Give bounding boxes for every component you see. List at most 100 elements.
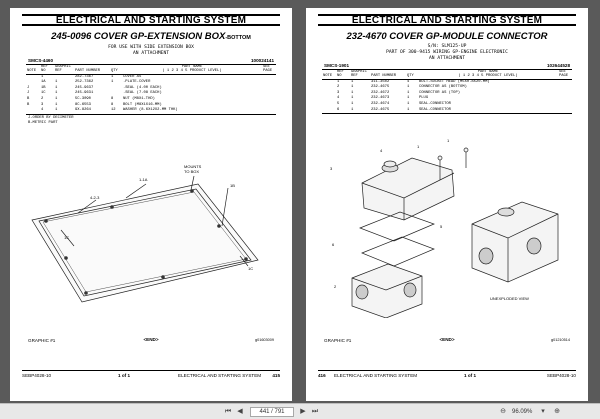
callout-1c-right: 1C [248, 266, 253, 271]
cell-graphic: 1 [350, 107, 370, 115]
cell-graphic: 1 [351, 85, 354, 90]
callout-4-2-3: 4-2-3 [90, 195, 100, 200]
cell-name: .SEAL (4.00 EACH) [123, 85, 162, 90]
zoom-in-icon[interactable]: ⊕ [554, 408, 560, 415]
cell-qty: 1 [111, 80, 114, 85]
cell-graphic: 1 [55, 96, 58, 101]
subtitle-line: AN ATTACHMENT [429, 56, 465, 61]
cell-name: BOLT-SOCKET HEAD (M5X0.8X20-MM) [419, 79, 490, 84]
callout-mounts: MOUNTS [184, 164, 202, 169]
callout-3: 3 [330, 166, 333, 171]
footer-system: ELECTRICAL AND STARTING SYSTEM [334, 373, 418, 378]
cell-note [322, 107, 336, 115]
part-title: 245-0096 COVER GP-EXTENSION BOX-BOTTOM [51, 31, 251, 42]
order-note: J-ORDER BY DECIMETER [28, 116, 74, 120]
col-part-number: PART NUMBER [370, 74, 406, 80]
zoom-out-icon[interactable]: ⊖ [500, 408, 506, 415]
cell-graphic: 1 [55, 102, 58, 107]
metric-note: B-METRIC PART [28, 120, 58, 125]
callout-6: 6 [332, 242, 335, 247]
right-page: ELECTRICAL AND STARTING SYSTEM 232-4670 … [306, 8, 588, 401]
cell-note: J [27, 85, 30, 90]
cell-part-number: 9X-8264 [74, 108, 110, 115]
subtitle-line: AN ATTACHMENT [133, 51, 169, 56]
col-ref: REF [40, 64, 54, 70]
first-page-icon[interactable]: ⏮ [224, 408, 232, 415]
cell-ref: 4 [337, 96, 340, 101]
cell-ref: 6 [336, 107, 350, 115]
callout-1b: 1 [447, 138, 450, 143]
col-graphic: GRAPHIC [54, 64, 74, 70]
callout-unexploded: UNEXPLODED VIEW [490, 296, 529, 301]
graphic-label: GRAPHIC #1 [324, 338, 352, 343]
callout-1-1a: 1-1A [139, 177, 148, 182]
cell-part-number: 232-4673 [371, 96, 390, 101]
callout-1b: 1B [230, 183, 235, 188]
cell-note: J [27, 91, 30, 96]
cell-name: .PLATE-COVER [123, 80, 151, 85]
cell-part-number: 252-7362 [75, 80, 94, 85]
cell-graphic: 1 [55, 85, 58, 90]
left-page: ELECTRICAL AND STARTING SYSTEM 245-0096 … [10, 8, 292, 401]
viewer-toolbar: ⏮ ◀ 441 / 791 ▶ ⏭ ⊖ 96.09% ▾ ⊕ [0, 403, 600, 419]
col-part-number: PART NUMBER [74, 69, 110, 75]
cell-qty: 4 [407, 79, 410, 84]
end-marker: <END> [143, 337, 159, 342]
cell-name: CONNECTOR AS (BOTTOM) [419, 85, 467, 90]
system-title: ELECTRICAL AND STARTING SYSTEM [22, 14, 280, 26]
cell-part-number: 232-4675 [371, 85, 390, 90]
callout-1c: 1C [64, 235, 69, 240]
col-part-name: PART NAME [122, 64, 262, 70]
zoom-level[interactable]: 96.09% [512, 409, 533, 415]
smcs-code: SMCS-4460 [28, 58, 54, 63]
col-qty: QTY [406, 74, 418, 80]
col-see: SEE [262, 64, 276, 70]
cell-note: B [27, 96, 30, 101]
col-qty: QTY [110, 69, 122, 75]
cell-graphic: 1 [55, 80, 58, 85]
zoom-dropdown-icon[interactable]: ▾ [541, 408, 545, 415]
cell-part-number: 232-4674 [371, 101, 390, 106]
footer-system: ELECTRICAL AND STARTING SYSTEM [178, 373, 262, 378]
system-title: ELECTRICAL AND STARTING SYSTEM [318, 14, 576, 26]
part-title: 232-4670 COVER GP-MODULE CONNECTOR [346, 31, 548, 42]
page-number-field[interactable]: 441 / 791 [250, 407, 294, 417]
footer-page-number: 415 [272, 373, 280, 378]
cell-name: .SEAL (7.08 EACH) [123, 91, 162, 96]
smcs-code: SMCS-1901 [324, 63, 350, 68]
cell-qty: 12 [110, 108, 122, 115]
cell-see-page [262, 108, 276, 115]
cell-ref: 1 [41, 74, 44, 79]
footer-doc: SEBP4028-10 [22, 373, 52, 378]
last-page-icon[interactable]: ⏭ [311, 408, 319, 415]
cover-illustration: 1-1A MOUNTS TO BOX 1B 4-2-3 1C 1C [31, 164, 259, 303]
cell-ref: 3 [41, 102, 44, 107]
callout-to-box: TO BOX [184, 169, 199, 174]
prev-page-icon[interactable]: ◀ [237, 408, 243, 415]
subtitle-line: FOR USE WITH SIDE EXTENSION BOX [108, 45, 194, 50]
cell-qty: 8 [111, 96, 114, 101]
cell-graphic: 1 [54, 108, 74, 115]
cell-note: B [27, 102, 30, 107]
cell-name: CONNECTOR AS (TOP) [419, 90, 461, 95]
cell-name: SEAL-CONNECTOR [419, 101, 451, 106]
cell-name: NUT (M8X1-THD) [123, 96, 155, 101]
cell-graphic: 1 [55, 91, 58, 96]
cell-part-number: 232-4675 [370, 107, 406, 115]
subtitle-line: PART OF 300-9415 WIRING GP-ENGINE ELECTR… [386, 50, 508, 55]
cell-ref: 5 [337, 101, 340, 106]
next-page-icon[interactable]: ▶ [300, 408, 306, 415]
parts-table: REF GRAPHIC PART NAME SEE NOTE NO REF PA… [26, 64, 276, 115]
cell-part-number: 245-9637 [75, 85, 94, 90]
cell-name: PLUG [419, 96, 429, 101]
